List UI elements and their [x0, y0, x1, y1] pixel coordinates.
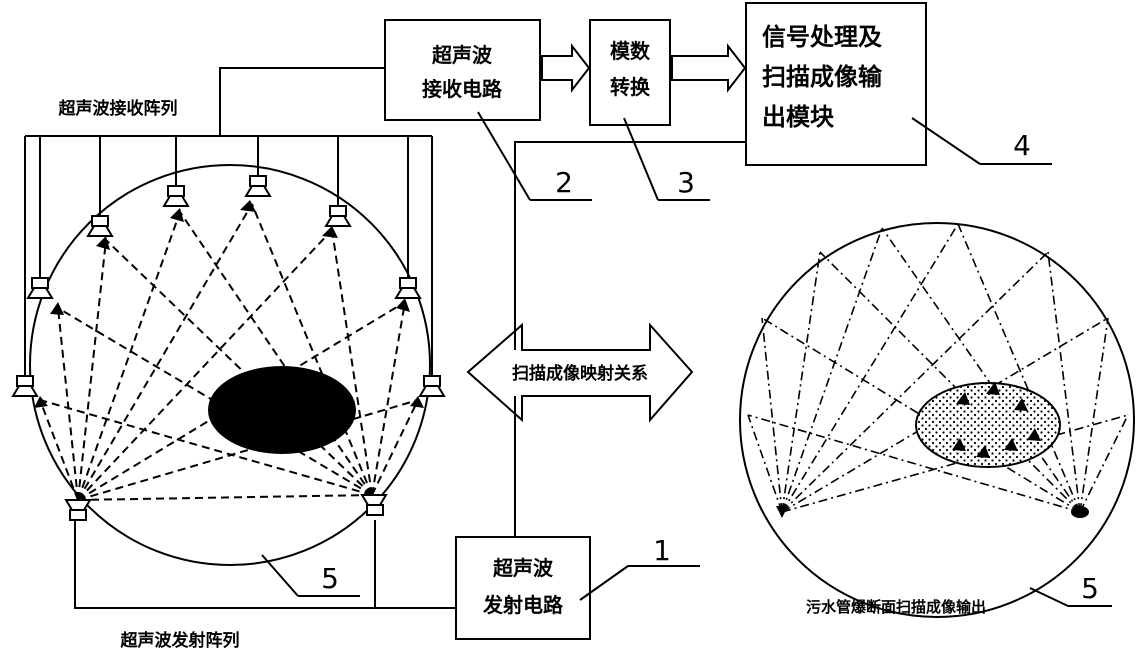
emitter-transducers: [64, 494, 388, 521]
transducer-icon: [244, 175, 272, 197]
transmit-circuit-line2: 发射电路: [482, 593, 564, 617]
transmit-array-label: 超声波发射阵列: [121, 630, 240, 651]
callout-4: 4: [911, 117, 1052, 165]
callout-3-number: 3: [677, 166, 695, 199]
transducer-icon: [26, 277, 54, 299]
receive-circuit-line1: 超声波: [431, 43, 493, 67]
processing-box: 信号处理及 扫描成像输 出模块: [745, 2, 927, 166]
left-pipe-section: 5: [11, 164, 446, 597]
mapping-double-arrow: 扫描成像映射关系: [466, 322, 694, 423]
callout-1-number: 1: [653, 534, 671, 567]
right-pipe-section: 5: [739, 222, 1135, 618]
callout-5-right: 5: [1081, 572, 1099, 605]
callout-4-number: 4: [1013, 129, 1031, 162]
transducer-icon: [64, 499, 92, 521]
callout-2: 2: [477, 111, 592, 201]
receive-array-label: 超声波接收阵列: [59, 98, 178, 119]
receiver-transducers: [11, 175, 446, 397]
receive-circuit-line2: 接收电路: [422, 77, 503, 101]
transducer-icon: [360, 494, 388, 516]
scan-paths-left: [39, 203, 419, 501]
receive-circuit-box: 超声波 接收电路: [384, 19, 541, 121]
callout-2-number: 2: [555, 166, 573, 199]
processing-line1: 信号处理及: [762, 23, 882, 51]
callout-3: 3: [623, 117, 710, 201]
output-label: 污水管爆断面扫描成像输出: [806, 598, 986, 616]
adc-line2: 转换: [610, 75, 651, 99]
transducer-icon: [324, 205, 352, 227]
transducer-icon: [11, 375, 39, 397]
processing-line2: 扫描成像输: [762, 63, 883, 91]
wiring: [24, 67, 746, 609]
scan-path-arrowheads: [34, 200, 424, 408]
mapping-label: 扫描成像映射关系: [512, 363, 648, 384]
transducer-icon: [394, 277, 422, 299]
image-arrowheads: [952, 382, 1041, 458]
arrow-receive-to-adc: [541, 43, 591, 93]
transmit-circuit-line1: 超声波: [492, 556, 554, 580]
callout-1: 1: [579, 534, 700, 601]
scan-paths-right: [747, 223, 1129, 513]
adc-line1: 模数: [610, 39, 651, 63]
transducer-icon: [86, 215, 114, 237]
callout-5-left: 5: [321, 562, 339, 595]
arrow-adc-to-processing: [671, 43, 747, 93]
adc-box: 模数 转换: [589, 19, 671, 126]
processing-line3: 出模块: [762, 103, 834, 131]
transducer-icon: [418, 375, 446, 397]
transducer-icon: [162, 185, 190, 207]
transmit-circuit-box: 超声波 发射电路: [455, 536, 591, 640]
